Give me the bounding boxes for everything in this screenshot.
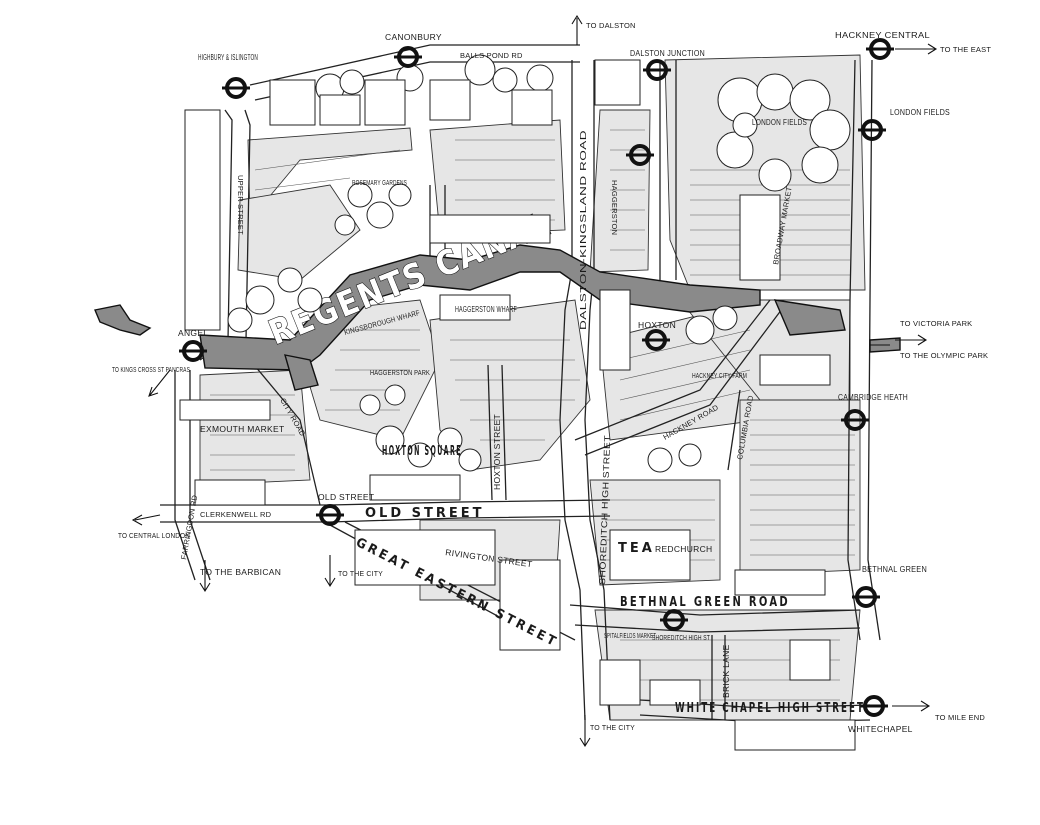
place-spitalfields: SPITALFIELDS MARKET [604,631,656,640]
roundel-icon [222,77,250,99]
street-kingsland: DALSTON-KINGSLAND ROAD [578,130,588,330]
direction-labels: TO DALSTON TO THE EAST TO VICTORIA PARK … [112,21,991,732]
direction-to-city-1: TO THE CITY [338,569,383,578]
direction-to-barbican: TO THE BARBICAN [200,567,281,577]
roundel-icon [316,504,344,526]
street-farringdon: FARRINGDON RD [179,494,199,560]
direction-to-dalston: TO DALSTON [586,21,636,30]
roundel-icon [643,59,671,81]
station-label-canonbury: CANONBURY [385,32,442,42]
tree-clusters [227,54,851,473]
station-label-shoreditch-high-st: SHOREDITCH HIGH ST [652,633,710,642]
street-upper-street: UPPER STREET [236,175,245,235]
station-label-old-street: OLD STREET [318,492,374,502]
station-labels: HIGHBURY & ISLINGTON CANONBURY DALSTON J… [178,30,950,734]
street-old-street: OLD STREET [365,506,485,521]
direction-arrows [131,14,938,748]
direction-to-victoria-park: TO VICTORIA PARK [900,319,972,328]
street-bethnal-green-road: BETHNAL GREEN ROAD [620,595,790,610]
direction-to-central-london: TO CENTRAL LONDON [118,531,190,540]
roundel-icon [626,144,654,166]
street-clerkenwell: CLERKENWELL RD [200,510,272,519]
place-exmouth-market: EXMOUTH MARKET [200,424,284,434]
place-haggerston-wharf: HAGGERSTON WHARF [455,304,517,314]
station-roundels [179,38,894,717]
street-hoxton-street: HOXTON STREET [492,414,502,490]
roundel-icon [394,46,422,68]
place-hoxton-square: HOXTON SQUARE [382,444,462,459]
place-haggerston-park: HAGGERSTON PARK [370,368,430,377]
street-balls-pond: BALLS POND RD [460,51,523,60]
street-whitechapel-high: WHITE CHAPEL HIGH STREET [675,701,865,716]
direction-to-city-2: TO THE CITY [590,723,635,732]
street-brick-lane: BRICK LANE [721,644,731,698]
roundel-icon [660,609,688,631]
place-tea: TEA [618,541,655,556]
roundel-icon [858,119,886,141]
direction-to-olympic-park: TO THE OLYMPIC PARK [900,351,988,360]
direction-to-kings-cross: TO KINGS CROSS ST PANCRAS [112,365,190,374]
roundel-icon [860,695,888,717]
station-label-hoxton: HOXTON [638,320,676,330]
direction-to-mile-end: TO MILE END [935,713,985,722]
roundel-icon [179,340,207,362]
station-label-highbury: HIGHBURY & ISLINGTON [198,52,258,62]
roundel-icon [852,586,880,608]
station-label-angel: ANGEL [178,328,208,338]
place-hackney-city-farm: HACKNEY CITY FARM [692,371,747,380]
roundel-icon [866,38,894,60]
place-rosemary-gardens: ROSEMARY GARDENS [352,178,407,187]
place-london-fields: LONDON FIELDS [752,117,807,127]
direction-to-the-east: TO THE EAST [940,45,991,54]
buildings [179,59,856,751]
place-redchurch: REDCHURCH [655,544,712,554]
station-label-bethnal-green: BETHNAL GREEN [862,564,927,574]
station-label-london-fields: LONDON FIELDS [890,107,950,117]
station-label-whitechapel: WHITECHAPEL [848,724,913,734]
station-label-dalston-junction: DALSTON JUNCTION [630,48,705,58]
station-label-cambridge-heath: CAMBRIDGE HEATH [838,392,908,402]
station-label-haggerston: HAGGERSTON [610,180,619,235]
station-label-hackney-central: HACKNEY CENTRAL [835,30,930,40]
roundel-icon [841,409,869,431]
roundel-icon [642,329,670,351]
